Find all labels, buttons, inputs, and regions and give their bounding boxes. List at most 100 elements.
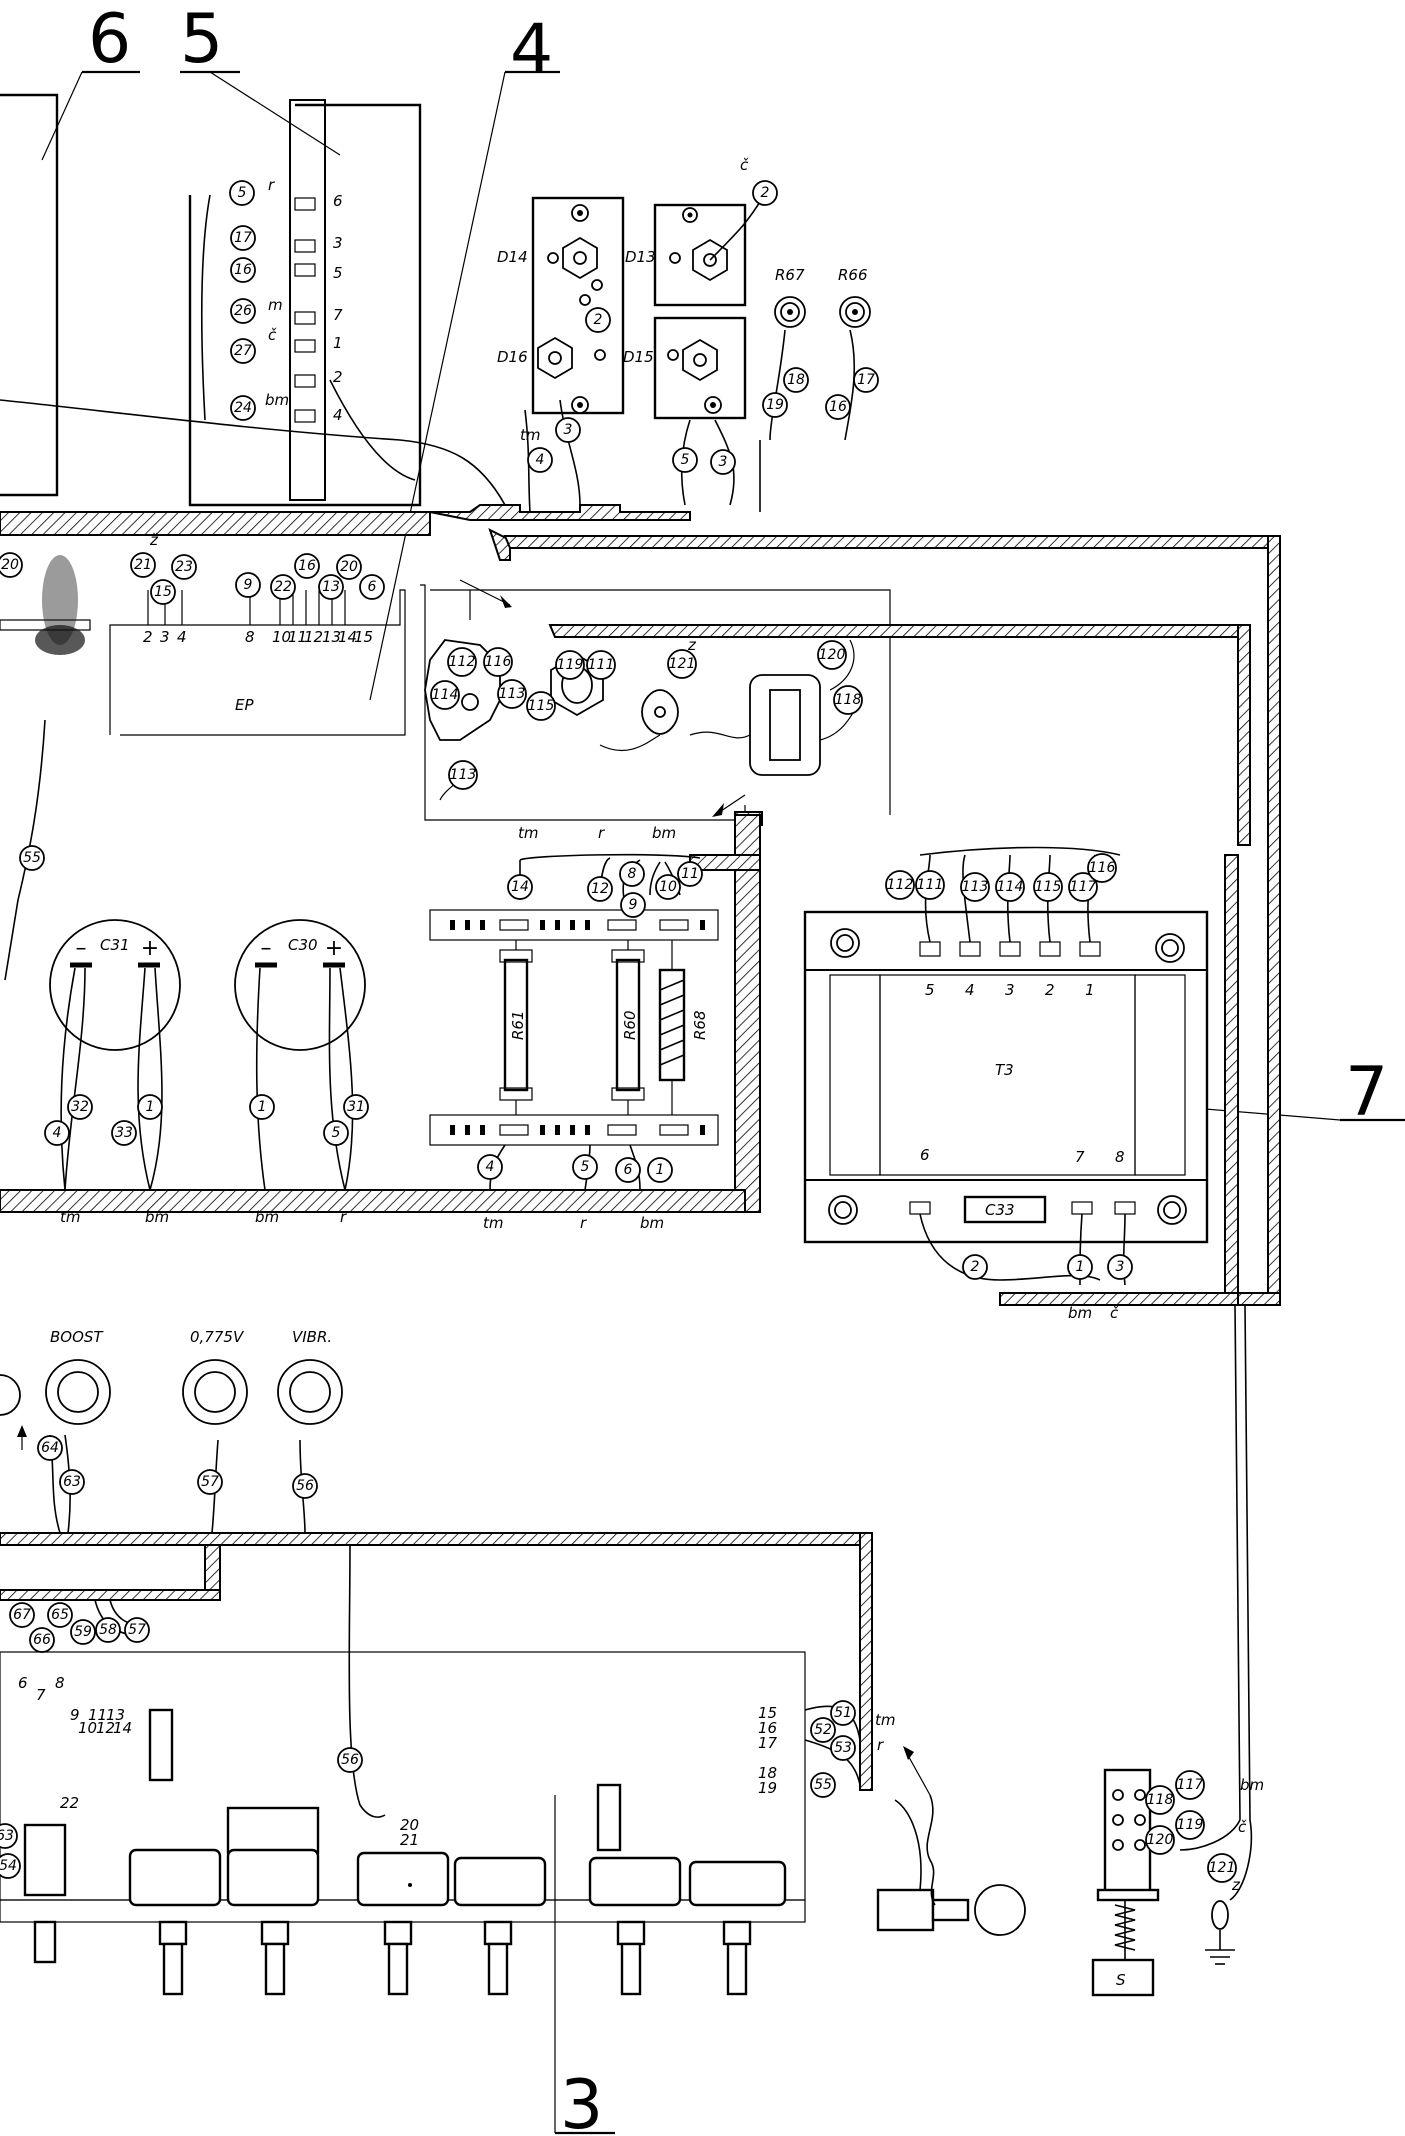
wire-node-circle (752, 180, 778, 206)
wire-node-n63b: 63 (0, 1823, 18, 1849)
wire-node-label: 17 (857, 372, 875, 388)
wire-node-circle (830, 1735, 856, 1761)
strip-pin-15: 15 (354, 628, 373, 646)
pilot-lamp (876, 1794, 1026, 1936)
wire-node-circle (336, 554, 362, 580)
wire-node-n120: 120 (817, 640, 847, 670)
wire-node-n15: 15 (150, 579, 176, 605)
wire-node-circle (995, 872, 1025, 902)
wire-node-n116: 116 (483, 647, 513, 677)
wire-node-label: 14 (511, 879, 529, 895)
wire-node-circle (230, 298, 256, 324)
wire-node-circle (885, 870, 915, 900)
pin-1: 1 (333, 334, 343, 352)
wire-color-bm5: bm (640, 1214, 664, 1232)
wire-node-n119b: 119 (1175, 1810, 1205, 1840)
wire-color-bm7: bm (1240, 1776, 1264, 1794)
wire-node-circle (337, 1747, 363, 1773)
wire-node-circle (229, 180, 255, 206)
wire-node-label: 114 (432, 687, 459, 703)
pin-3: 3 (333, 234, 343, 252)
board-pin-21: 21 (400, 1831, 419, 1849)
wire-node-n9b: 9 (620, 892, 646, 918)
wire-node-label: 113 (962, 879, 989, 895)
wire-node-n5b: 5 (672, 447, 698, 473)
wire-color-tm4: tm (483, 1214, 504, 1232)
wire-node-label: 117 (1177, 1777, 1204, 1793)
wire-node-circle (810, 1772, 836, 1798)
t3-enclosure (999, 854, 1251, 1821)
pot-shafts (33, 1920, 752, 1996)
wire-node-n115: 115 (526, 691, 556, 721)
wire-node-label: 113 (499, 686, 526, 702)
wire-node-circle (647, 1157, 673, 1183)
wire-node-circle (615, 1157, 641, 1183)
wire-node-label: 26 (234, 303, 252, 319)
wire-node-circle (19, 845, 45, 871)
pin-4: 4 (333, 406, 343, 424)
wire-node-circle (762, 392, 788, 418)
wire-node-circle (483, 647, 513, 677)
wire-node-circle (59, 1469, 85, 1495)
wire-node-label: 112 (887, 877, 914, 893)
wire-node-n114: 114 (430, 680, 460, 710)
wire-node-n121: 121 (667, 649, 697, 679)
label-0775v: 0,775V (190, 1328, 245, 1346)
wire-node-label: 16 (829, 399, 847, 415)
board-pin-16: 16 (758, 1719, 777, 1737)
t3-pin-2: 2 (1045, 981, 1055, 999)
svg-text:+: + (141, 936, 159, 961)
wire-color-z: ž (149, 531, 159, 549)
wire-node-n51: 51 (830, 1700, 856, 1726)
wire-node-label: 55 (814, 1777, 832, 1793)
ink-smudge (35, 555, 85, 655)
wire-node-n118: 118 (833, 685, 863, 715)
wire-node-circle (343, 1094, 369, 1120)
callout-3: 3 (560, 2066, 603, 2136)
panel-6 (0, 93, 59, 497)
wire-node-n119: 119 (555, 650, 585, 680)
wire-node-circle (672, 447, 698, 473)
wire-node-label: 1 (1076, 1259, 1085, 1275)
wire-node-label: 3 (719, 454, 728, 470)
wire-node-label: 32 (71, 1099, 89, 1115)
wire-node-n56b: 56 (337, 1747, 363, 1773)
wire-node-n67: 67 (9, 1602, 35, 1628)
wire-node-n1b: 1 (249, 1094, 275, 1120)
wire-node-circle (230, 338, 256, 364)
wire-node-n5d: 5 (572, 1154, 598, 1180)
svg-text:–: – (76, 936, 87, 961)
wire-color-markers: r m č bm tm č ž z tm r bm tm bm bm r tm … (60, 156, 1264, 1894)
strip-holes-bottom (450, 1124, 705, 1136)
wire-node-label: 9 (244, 577, 253, 593)
wire-node-label: 111 (917, 877, 944, 893)
wire-node-n14: 14 (507, 874, 533, 900)
pin-5: 5 (333, 264, 343, 282)
wire-node-circle (915, 870, 945, 900)
wire-node-circle (70, 1619, 96, 1645)
wire-node-circle (137, 1094, 163, 1120)
wire-node-n65: 65 (47, 1602, 73, 1628)
wire-node-label: 22 (274, 579, 292, 595)
wire-color-bm4: bm (255, 1208, 279, 1226)
wire-node-n5c: 5 (323, 1120, 349, 1146)
diode-module-left (531, 196, 625, 415)
wire-node-circle (294, 553, 320, 579)
wire-node-label: 20 (1, 557, 19, 573)
wire-node-label: 10 (659, 879, 677, 895)
wire-node-n53: 53 (830, 1735, 856, 1761)
t3-pin-8: 8 (1115, 1148, 1125, 1166)
wire-node-n59: 59 (70, 1619, 96, 1645)
board-pin-19: 19 (758, 1779, 777, 1797)
wire-node-label: 5 (332, 1125, 341, 1141)
wire-node-label: 27 (234, 343, 252, 359)
wire-node-n18: 18 (783, 367, 809, 393)
label-d13: D13 (625, 248, 656, 266)
wire-color-tm5: tm (875, 1711, 896, 1729)
wire-node-n11: 11 (677, 861, 703, 887)
wire-node-n111: 111 (586, 650, 616, 680)
wire-color-r4: r (580, 1214, 587, 1232)
wire-node-circle (853, 367, 879, 393)
wire-node-label: 3 (1116, 1259, 1125, 1275)
